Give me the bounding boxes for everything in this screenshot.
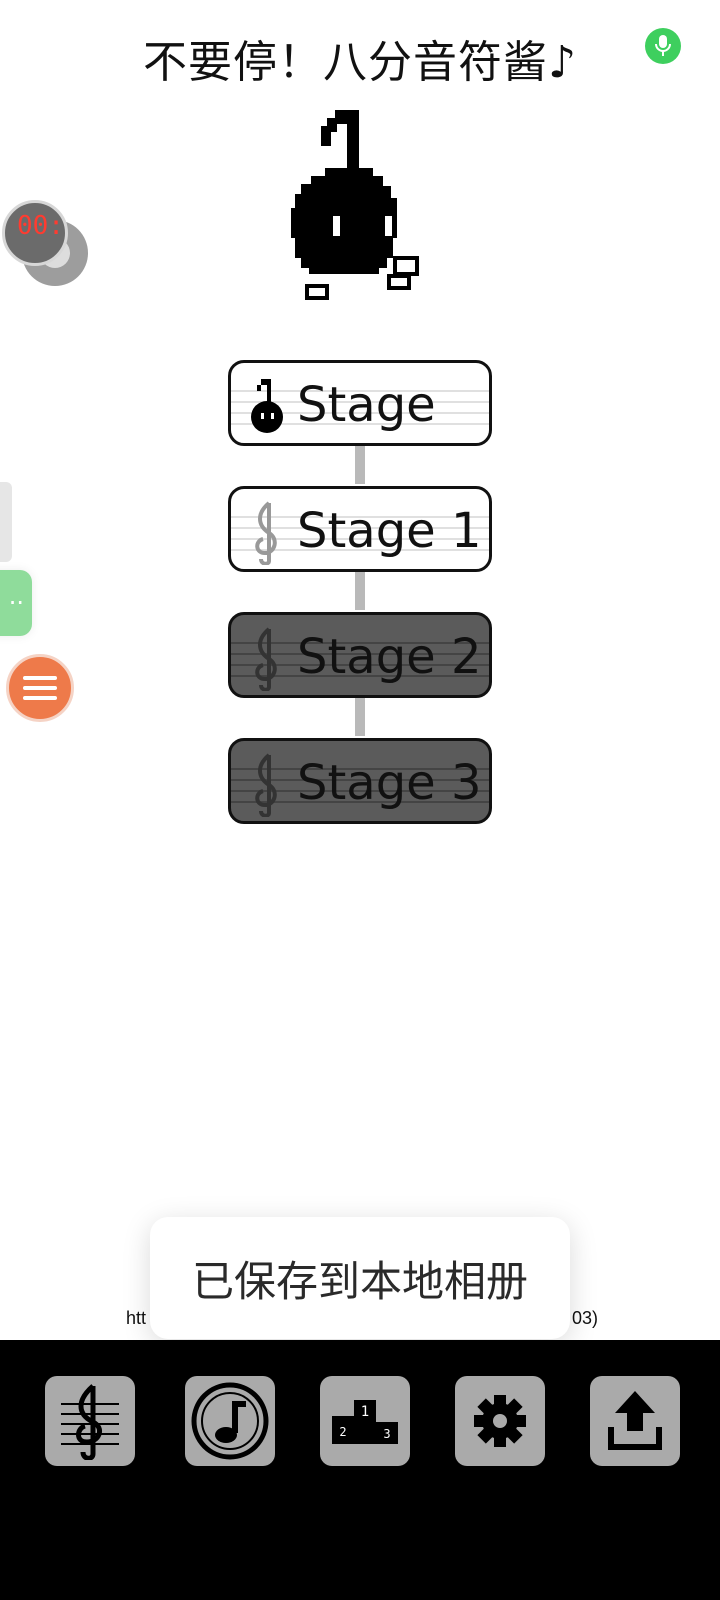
- settings-button[interactable]: [455, 1376, 545, 1466]
- svg-text:3: 3: [383, 1427, 390, 1441]
- stage-3-button[interactable]: Stage 3: [228, 738, 492, 824]
- stage-connector: [355, 572, 365, 610]
- stage-2-label: Stage 2: [297, 629, 482, 685]
- podium-icon: 1 2 3: [332, 1400, 398, 1444]
- hamburger-menu-icon: [23, 676, 57, 680]
- music-note-disc-icon: [191, 1382, 269, 1460]
- stage-select-button[interactable]: [45, 1376, 135, 1466]
- stage-2-button[interactable]: Stage 2: [228, 612, 492, 698]
- svg-text:1: 1: [361, 1404, 369, 1420]
- treble-clef-icon: [61, 1384, 119, 1460]
- stage-1-button[interactable]: Stage 1: [228, 486, 492, 572]
- timer-readout: 00:00: [2, 200, 68, 266]
- ranking-button[interactable]: 1 2 3: [320, 1376, 410, 1466]
- stage-connector: [355, 698, 365, 736]
- page-title: 不要停！八分音符酱♪: [142, 37, 578, 88]
- hamburger-line: [23, 686, 57, 690]
- floating-menu-button[interactable]: [6, 654, 74, 722]
- microphone-icon: [655, 35, 671, 56]
- share-button[interactable]: [590, 1376, 680, 1466]
- treble-clef-icon: [255, 627, 277, 691]
- treble-clef-icon: [255, 501, 277, 565]
- stage-infinity-label: Stage ∞: [297, 377, 436, 443]
- stage-1-label: Stage 1: [297, 503, 482, 559]
- gear-icon: [474, 1395, 526, 1447]
- bottom-toolbar: 1 2 3: [0, 1340, 720, 1600]
- stage-infinity-button[interactable]: Stage ∞: [228, 360, 492, 446]
- toast-message: 已保存到本地相册: [150, 1217, 570, 1339]
- eighth-note-mascot: [291, 110, 419, 300]
- side-pull-tab[interactable]: [0, 482, 12, 562]
- music-button[interactable]: [185, 1376, 275, 1466]
- microphone-button[interactable]: [645, 28, 681, 64]
- stage-connector: [355, 446, 365, 484]
- footer-url-right: 03): [572, 1308, 599, 1328]
- treble-clef-icon: [255, 753, 277, 817]
- hamburger-line: [23, 696, 57, 700]
- footer-url-left: htt: [126, 1308, 147, 1328]
- mascot-small-icon: [251, 379, 283, 433]
- floating-timer[interactable]: 00:00: [2, 200, 88, 286]
- stage-3-label: Stage 3: [297, 755, 482, 811]
- share-upload-icon: [608, 1391, 662, 1450]
- svg-text:2: 2: [339, 1425, 346, 1439]
- floating-chat-button[interactable]: ··: [0, 570, 32, 636]
